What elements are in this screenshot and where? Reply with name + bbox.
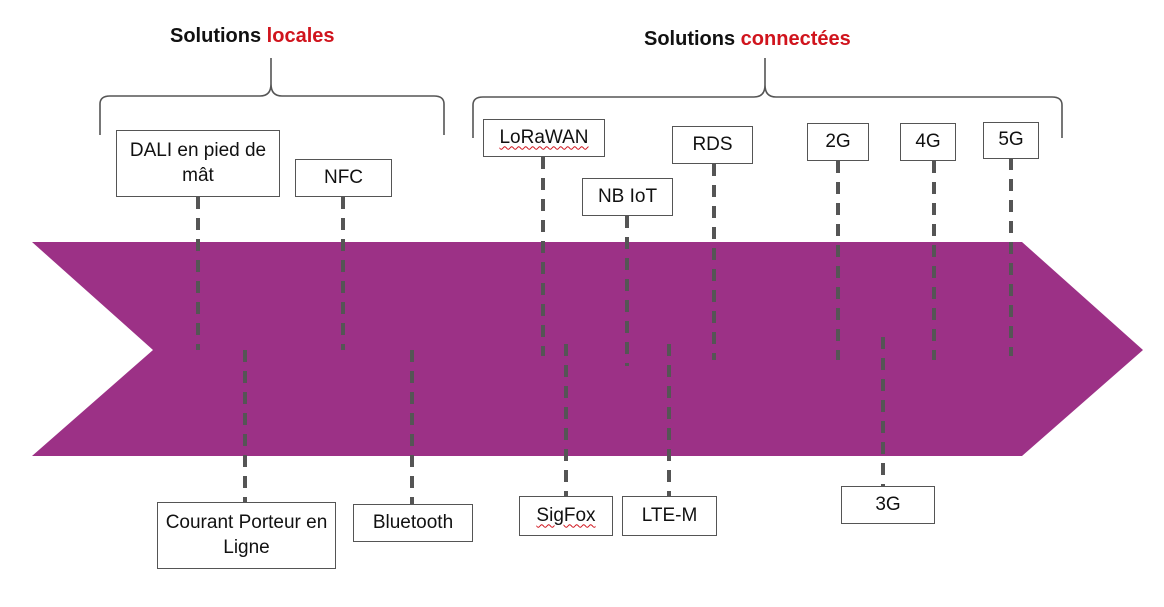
tech-bluetooth: Bluetooth [353,504,473,542]
timeline-arrow [32,242,1143,456]
heading-local-accent: locales [266,25,335,47]
heading-local-solutions: Solutions locales [170,25,335,48]
tech-lorawan-label: LoRaWAN [499,126,589,148]
tech-rds: RDS [672,126,753,164]
tech-ltem: LTE-M [622,496,717,536]
tech-lorawan: LoRaWAN [483,119,605,157]
heading-connected-solutions: Solutions connectées [644,28,851,51]
tech-dali: DALI en pied de mât [116,130,280,197]
tech-3g: 3G [841,486,935,524]
heading-connected-prefix: Solutions [644,28,741,50]
tech-4g: 4G [900,123,956,161]
tech-cpl: Courant Porteur en Ligne [157,502,336,569]
heading-connected-accent: connectées [740,28,851,50]
tech-2g: 2G [807,123,869,161]
tech-nbiot: NB IoT [582,178,673,216]
tech-5g: 5G [983,122,1039,159]
tech-nfc: NFC [295,159,392,197]
bracket-connected [472,58,1063,138]
heading-local-prefix: Solutions [170,25,267,47]
tech-sigfox-label: SigFox [536,504,596,526]
tech-sigfox: SigFox [519,496,613,536]
bracket-local [99,58,445,135]
